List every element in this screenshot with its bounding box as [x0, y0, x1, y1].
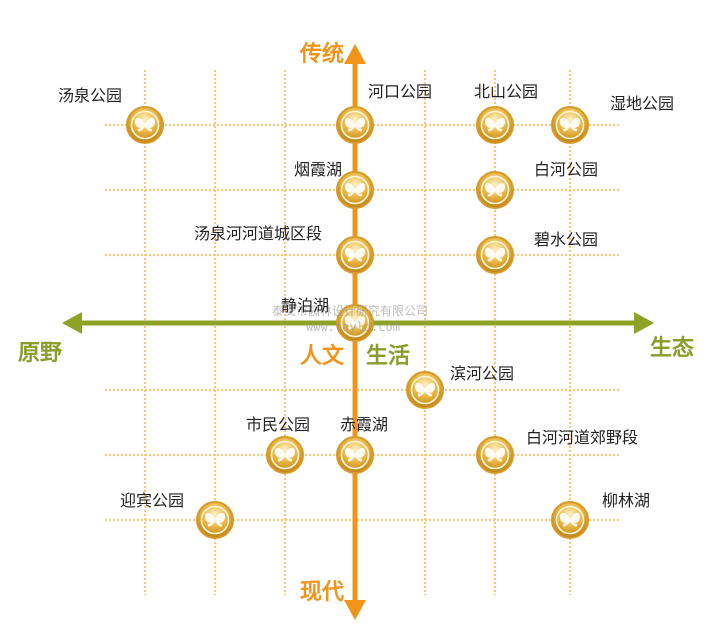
arrow-right-icon	[634, 312, 654, 334]
arrow-down-icon	[344, 600, 366, 620]
place-label: 迎宾公园	[119, 491, 185, 510]
watermark-company: 泰安市园林设计研究有限公司	[272, 304, 429, 318]
axis-label-bottom: 现代	[300, 579, 345, 605]
butterfly-badge-icon	[551, 106, 589, 144]
butterfly-badge-icon	[336, 236, 374, 274]
butterfly-badge-icon	[476, 171, 514, 209]
butterfly-badge-icon	[266, 436, 304, 474]
butterfly-badge-icon	[336, 436, 374, 474]
place-label: 柳林湖	[601, 491, 651, 510]
arrow-left-icon	[62, 312, 82, 334]
place-label: 静泊湖	[280, 296, 330, 315]
butterfly-badge-icon	[336, 171, 374, 209]
butterfly-badge-icon	[406, 371, 444, 409]
watermark-url: www.tayld.com	[306, 320, 400, 334]
butterfly-badge-icon	[476, 106, 514, 144]
place-label: 河口公园	[367, 82, 433, 101]
place-label: 汤泉河河道城区段	[193, 224, 323, 243]
butterfly-badge-icon	[476, 236, 514, 274]
axis-label-center-right: 生活	[366, 343, 411, 369]
place-label: 烟霞湖	[293, 160, 343, 179]
place-label: 汤泉公园	[57, 86, 123, 105]
axis-label-right: 生态	[650, 335, 695, 361]
butterfly-badge-icon	[336, 304, 374, 342]
place-label: 碧水公园	[533, 230, 599, 249]
place-label: 湿地公园	[609, 94, 675, 113]
butterfly-badge-icon	[126, 106, 164, 144]
butterfly-badge-icon	[336, 106, 374, 144]
axis-label-center-left: 人文	[300, 343, 345, 369]
place-label: 北山公园	[473, 82, 539, 101]
place-label: 市民公园	[245, 415, 311, 434]
butterfly-badge-icon	[476, 436, 514, 474]
butterfly-badge-icon	[551, 501, 589, 539]
place-label: 白河河道郊野段	[525, 428, 639, 447]
butterfly-badge-icon	[196, 501, 234, 539]
place-label: 白河公园	[533, 160, 599, 179]
place-label: 滨河公园	[449, 364, 515, 383]
place-label: 赤霞湖	[339, 415, 389, 434]
place-markers	[126, 106, 589, 539]
axis-label-left: 原野	[18, 340, 63, 366]
arrow-up-icon	[344, 44, 366, 64]
axis-label-top: 传统	[300, 41, 345, 67]
